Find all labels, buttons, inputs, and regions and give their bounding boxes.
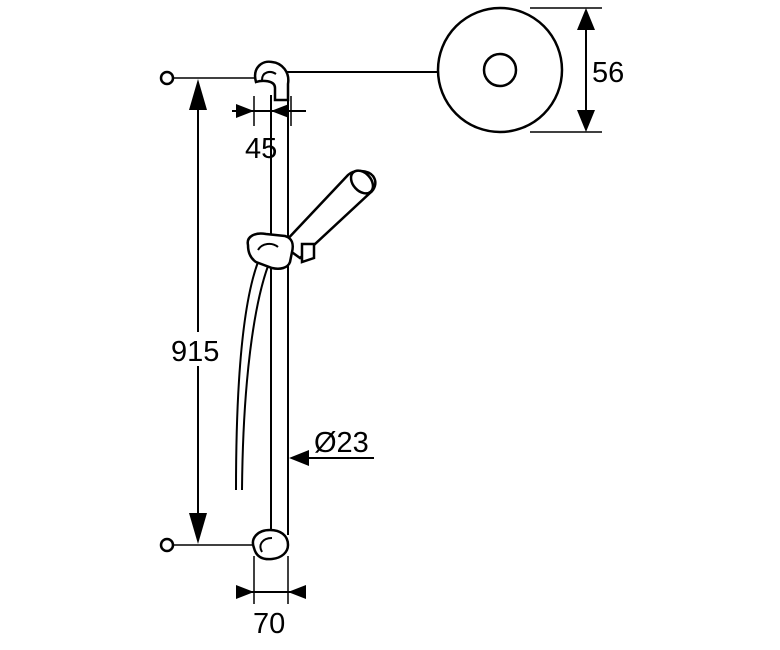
top-bracket-detail xyxy=(261,71,277,81)
rail-length-label: 915 xyxy=(171,336,219,368)
bottom-bracket-detail xyxy=(259,537,273,553)
arrowhead xyxy=(189,79,207,110)
slider-detail xyxy=(257,242,279,251)
arrowhead xyxy=(289,450,309,466)
hand-shower-head-face xyxy=(349,169,375,195)
bottom-fixing-point xyxy=(159,537,175,553)
slide-rail xyxy=(270,90,289,535)
top-wall-bracket xyxy=(253,60,290,102)
hose-outer xyxy=(235,261,259,491)
rosette-diameter-label: 56 xyxy=(592,57,624,89)
bracket-width-dimension: 45 xyxy=(232,96,306,165)
wall-projection-dimension: 70 xyxy=(236,556,306,640)
rosette-inner-hole xyxy=(482,52,518,88)
arrowhead xyxy=(189,513,207,544)
bottom-wall-bracket xyxy=(251,528,290,561)
arrowhead xyxy=(271,104,289,118)
rosette-detail: 56 xyxy=(283,6,624,134)
wall-projection-label: 70 xyxy=(253,608,285,640)
hose-inner xyxy=(241,265,269,491)
rail-diameter-label: Ø23 xyxy=(314,427,369,459)
slider-button xyxy=(300,242,316,264)
arrowhead xyxy=(236,585,254,599)
hand-shower-assembly xyxy=(235,169,377,491)
arrowhead xyxy=(236,104,254,118)
bottom-bracket-body xyxy=(251,528,290,561)
arrowhead xyxy=(577,8,595,30)
label-background xyxy=(168,332,228,366)
arrowhead xyxy=(577,110,595,132)
rail-diameter-dimension: Ø23 xyxy=(289,427,374,466)
bracket-width-label: 45 xyxy=(245,133,277,165)
top-fixing-point xyxy=(159,70,175,86)
wall-fixing-points xyxy=(159,70,254,553)
arrowhead xyxy=(288,585,306,599)
slider-body xyxy=(246,232,294,270)
rail-length-dimension: 915 xyxy=(168,79,228,544)
top-bracket-body xyxy=(253,60,290,102)
